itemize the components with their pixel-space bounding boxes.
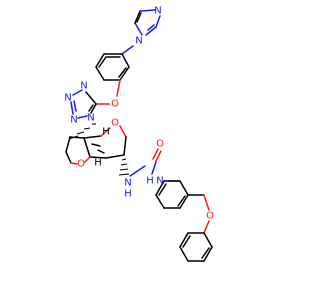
bond [85, 91, 97, 105]
atom-label-n: N [156, 176, 163, 187]
bond [89, 156, 107, 159]
bond [116, 79, 121, 97]
bond [179, 180, 189, 196]
bond [90, 103, 97, 114]
atom-label-n: N [154, 6, 161, 17]
atom-label-o: O [111, 118, 119, 129]
bond [203, 194, 210, 211]
atom-labels: N N O N N N N O O H H N H O N H O [64, 6, 214, 222]
bond [182, 235, 191, 248]
urea-linker [129, 148, 181, 182]
bond [70, 162, 78, 165]
bond [145, 26, 157, 36]
atom-label-n: N [80, 81, 87, 92]
bond [65, 151, 72, 164]
bond [152, 148, 159, 160]
tetrazole-ring [70, 89, 97, 119]
bond [95, 66, 105, 81]
bond [155, 15, 161, 28]
bond [177, 195, 186, 207]
atom-label-n: N [135, 36, 142, 47]
bond [121, 53, 130, 68]
bond [118, 67, 127, 78]
bond [134, 22, 143, 36]
bond [95, 53, 105, 68]
bond [105, 154, 125, 159]
bond [151, 161, 157, 175]
phenyl-ring [179, 232, 213, 262]
phenylene-ring-lower [155, 180, 205, 209]
phenoxy-ether-link [203, 194, 210, 234]
bond [84, 156, 91, 163]
bond [179, 232, 189, 248]
bond [139, 9, 156, 12]
atom-label-n: N [124, 178, 131, 189]
bond [119, 125, 127, 138]
structure-drawing: N N O N N N N O O H H N H O N H O [64, 6, 214, 262]
atom-label-h: H [146, 176, 154, 187]
bond [72, 89, 83, 96]
bond [203, 232, 213, 248]
bond [203, 220, 210, 234]
bond [129, 165, 146, 177]
bond [97, 149, 105, 154]
bond [77, 115, 88, 119]
bond [155, 194, 165, 209]
bond [134, 10, 141, 24]
bond [73, 100, 77, 112]
bond [70, 101, 74, 115]
bond [147, 24, 155, 31]
molecule-canvas: N N O N N N N O O H H N H O N H O [64, 6, 214, 262]
atom-label-o: O [111, 99, 119, 110]
bond [203, 246, 213, 262]
bond [83, 135, 102, 139]
atom-label-n: N [87, 113, 94, 124]
bond [98, 56, 107, 68]
atom-label-o: O [77, 159, 85, 170]
atom-label-n: N [64, 93, 71, 104]
imidazole-ring [121, 9, 161, 55]
bond [179, 246, 189, 262]
bond [121, 45, 134, 55]
bond [155, 150, 162, 162]
bond [100, 127, 111, 137]
atom-label-h: H [124, 189, 132, 200]
bond [179, 194, 189, 209]
bond [91, 143, 101, 147]
bond [83, 137, 91, 158]
hashed-wedge [118, 158, 130, 176]
atom-label-o: O [156, 139, 164, 150]
bond [88, 104, 94, 112]
bond [158, 183, 167, 196]
bond [65, 136, 71, 153]
fused-furanofuran [65, 123, 130, 176]
aryl-ether-link [95, 79, 121, 105]
phenylene-ring [95, 53, 130, 81]
bond [136, 12, 142, 23]
atom-label-h: H [102, 127, 110, 138]
bond [155, 180, 165, 196]
atom-label-h: H [94, 158, 102, 169]
bond [119, 66, 130, 81]
atom-label-n: N [70, 115, 77, 126]
bond [123, 136, 127, 156]
bond [201, 247, 210, 259]
bond [69, 136, 85, 139]
atom-label-o: O [206, 211, 214, 222]
